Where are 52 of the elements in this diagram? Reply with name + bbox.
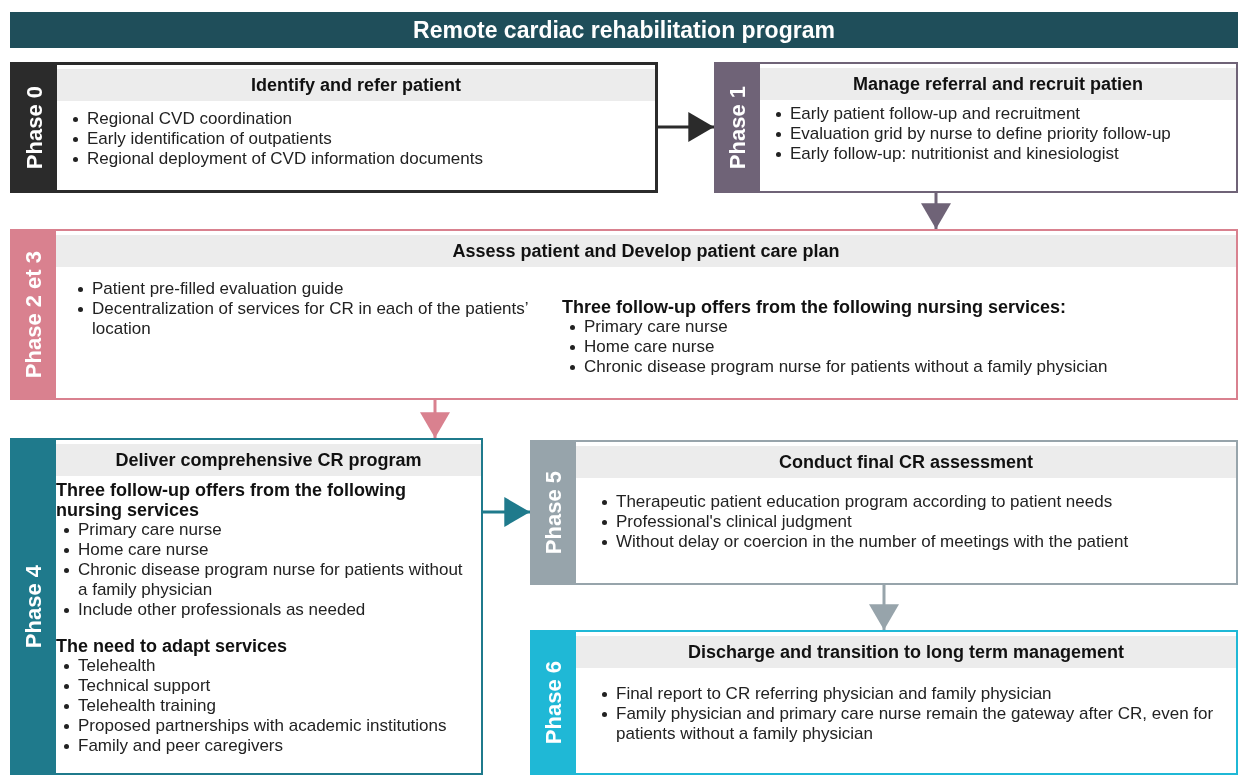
arrow [869,585,899,630]
bullet-item: Regional deployment of CVD information documents [87,149,483,168]
phase-label: Phase 4 [21,564,47,649]
subheading: The need to adapt services [56,636,289,656]
panel-header: Discharge and transition to long term management [576,636,1236,668]
bullet-item: Technical support [78,676,211,695]
bullet-item: Final report to CR referring physician and family physician [616,684,1052,703]
subheading: Three follow-up offers from the following nursing services: [562,297,1068,317]
bullet-item: Proposed partnerships with academic institutions [78,716,447,735]
bullet-item: Patient pre-filled evaluation guide [92,279,344,298]
phase-panel [10,229,1238,400]
bullet-item: Chronic disease program nurse for patients without a family physician [78,560,463,599]
bullet-item: Without delay or coercion in the number of meetings with the patient [616,532,1129,551]
bullet-item: Include other professionals as needed [78,600,366,619]
arrow [658,112,714,142]
arrow [483,497,530,527]
phase-label: Phase 5 [541,470,567,555]
bullet-item: Home care nurse [584,337,715,356]
bullet-item: Family and peer caregivers [78,736,284,755]
panel-header: Identify and refer patient [57,69,655,101]
panel-header: Conduct final CR assessment [576,446,1236,478]
bullet-item: Professional's clinical judgment [616,512,852,531]
arrow [921,193,951,229]
phase-panel [530,440,1238,585]
bullet-item: Home care nurse [78,540,209,559]
bullet-item: Telehealth training [78,696,216,715]
bullet-item: Evaluation grid by nurse to define priority follow-up [790,124,1171,143]
panel-header: Manage referral and recruit patien [760,68,1236,100]
phase-label: Phase 2 et 3 [21,250,47,379]
panel-header: Assess patient and Develop patient care plan [56,235,1236,267]
bullet-item: Early identification of outpatients [87,129,332,148]
bullet-item: Family physician and primary care nurse remain the gateway after CR, even for patients without a family physician [616,704,1214,743]
bullet-item: Regional CVD coordination [87,109,293,128]
bullet-item: Early follow-up: nutritionist and kinesiologist [790,144,1119,163]
bullet-item: Primary care nurse [78,520,222,539]
bullet-item: Decentralization of services for CR in each of the patients’ location [92,299,528,338]
bullet-item: Therapeutic patient education program according to patient needs [616,492,1113,511]
title-bar: Remote cardiac rehabilitation program [10,12,1238,48]
phase-label: Phase 1 [725,85,751,170]
bullet-item: Early patient follow-up and recruitment [790,104,1081,123]
phase-panel [714,62,1238,193]
arrow [420,400,450,438]
phase-label: Phase 0 [22,85,48,170]
phase-label: Phase 6 [541,660,567,745]
bullet-item: Telehealth [78,656,156,675]
phase-panel [10,62,658,193]
bullet-item: Primary care nurse [584,317,728,336]
subheading: Three follow-up offers from the following nursing services [56,480,407,520]
phase-panel [10,438,483,775]
panel-header: Deliver comprehensive CR program [56,444,481,476]
phase-panel [530,630,1238,775]
bullet-item: Chronic disease program nurse for patients without a family physician [584,357,1108,376]
